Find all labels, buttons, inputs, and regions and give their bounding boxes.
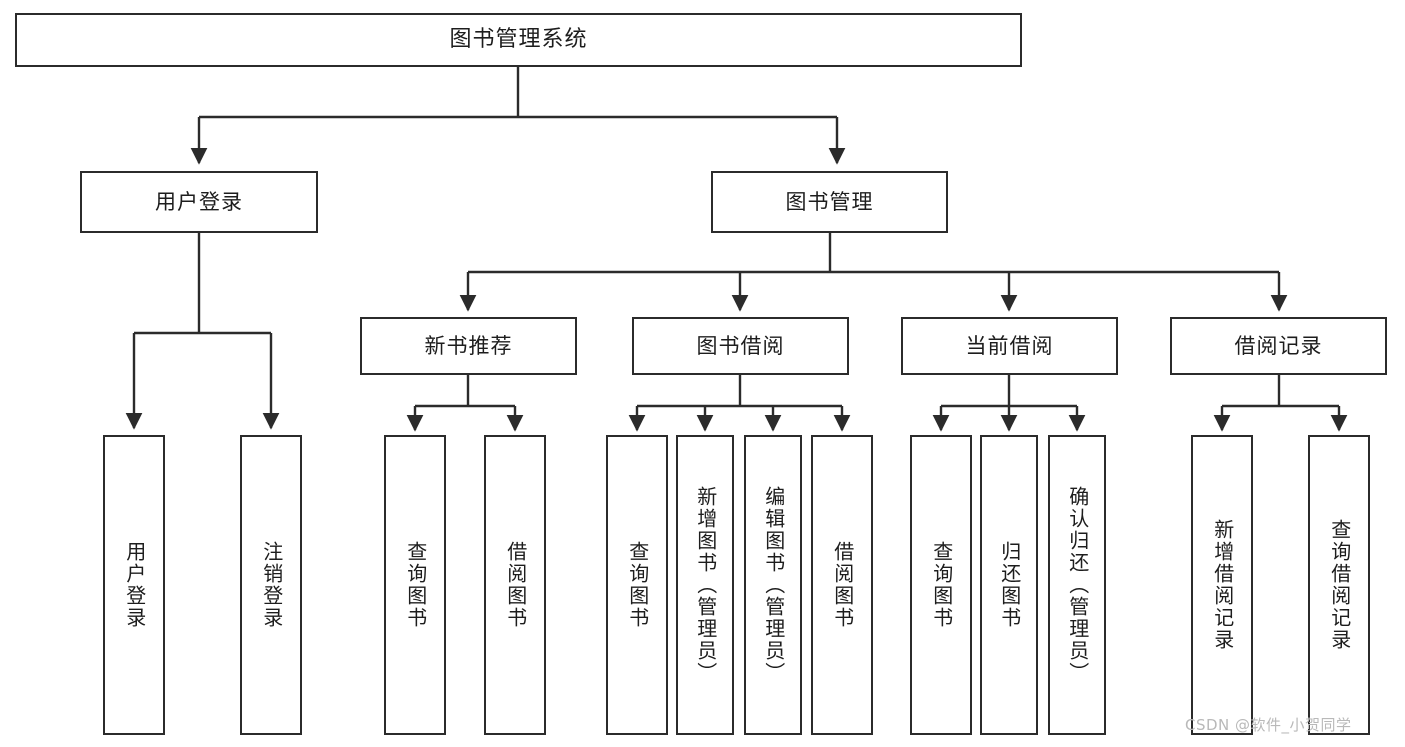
leaf-confirm-return-admin[interactable]: 确认归还（管理员）	[1048, 435, 1106, 735]
leaf-query-book-recommend[interactable]: 查询图书	[384, 435, 446, 735]
node-book-borrow[interactable]: 图书借阅	[632, 317, 849, 375]
leaf-logout[interactable]: 注销登录	[240, 435, 302, 735]
leaf-label: 查询图书	[929, 541, 954, 629]
leaf-borrow-book-recommend[interactable]: 借阅图书	[484, 435, 546, 735]
leaf-label: 新增图书（管理员）	[693, 486, 718, 684]
leaf-label: 注销登录	[259, 541, 284, 629]
leaf-label: 借阅图书	[503, 541, 528, 629]
leaf-label: 用户登录	[122, 541, 147, 629]
node-current-borrow[interactable]: 当前借阅	[901, 317, 1118, 375]
node-label: 用户登录	[155, 189, 243, 214]
node-label: 借阅记录	[1234, 333, 1323, 358]
node-borrow-record[interactable]: 借阅记录	[1170, 317, 1387, 375]
leaf-label: 确认归还（管理员）	[1065, 486, 1090, 684]
node-book-management[interactable]: 图书管理	[711, 171, 948, 233]
node-root-system[interactable]: 图书管理系统	[15, 13, 1022, 67]
node-label: 新书推荐	[424, 333, 513, 358]
csdn-watermark: CSDN @软件_小贺同学	[1185, 716, 1352, 734]
node-label: 图书管理系统	[449, 27, 588, 53]
leaf-query-book-borrow[interactable]: 查询图书	[606, 435, 668, 735]
leaf-user-login[interactable]: 用户登录	[103, 435, 165, 735]
leaf-add-borrow-record[interactable]: 新增借阅记录	[1191, 435, 1253, 735]
leaf-borrow-book-borrow[interactable]: 借阅图书	[811, 435, 873, 735]
leaf-label: 新增借阅记录	[1210, 519, 1235, 651]
leaf-query-book-current[interactable]: 查询图书	[910, 435, 972, 735]
leaf-label: 归还图书	[997, 541, 1022, 629]
leaf-query-borrow-record[interactable]: 查询借阅记录	[1308, 435, 1370, 735]
leaf-label: 查询图书	[403, 541, 428, 629]
node-new-book-recommend[interactable]: 新书推荐	[360, 317, 577, 375]
leaf-label: 查询借阅记录	[1327, 519, 1352, 651]
leaf-label: 查询图书	[625, 541, 650, 629]
leaf-edit-book-admin[interactable]: 编辑图书（管理员）	[744, 435, 802, 735]
node-label: 当前借阅	[965, 333, 1054, 358]
node-label: 图书管理	[785, 189, 874, 214]
node-label: 图书借阅	[696, 333, 785, 358]
leaf-add-book-admin[interactable]: 新增图书（管理员）	[676, 435, 734, 735]
leaf-label: 编辑图书（管理员）	[761, 486, 786, 684]
node-user-login[interactable]: 用户登录	[80, 171, 318, 233]
leaf-return-book[interactable]: 归还图书	[980, 435, 1038, 735]
leaf-label: 借阅图书	[830, 541, 855, 629]
